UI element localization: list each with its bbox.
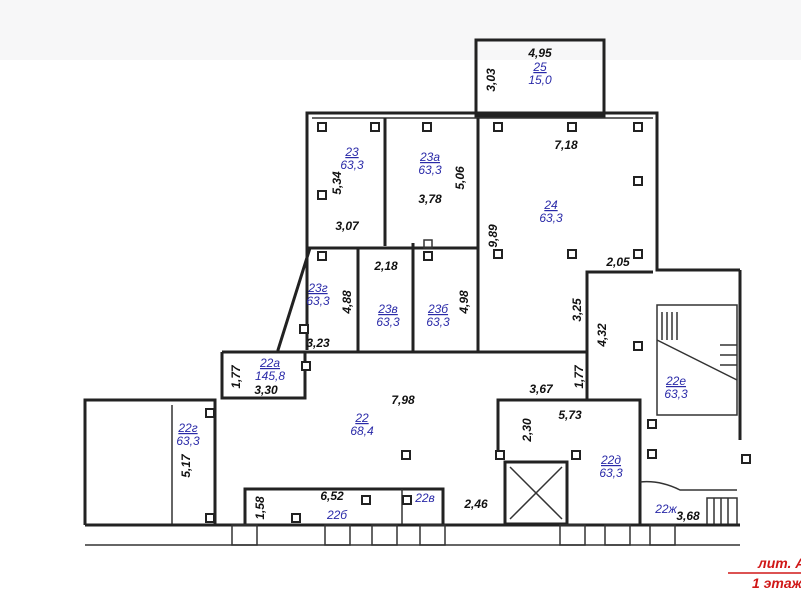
room-number: 22г <box>177 421 197 435</box>
dimension: 3,30 <box>254 383 278 397</box>
dimension: 3,03 <box>484 68 498 92</box>
room-22b-walls <box>243 487 445 525</box>
dimension: 5,17 <box>179 453 193 478</box>
dimension: 3,23 <box>306 336 330 350</box>
dimension: 7,18 <box>554 138 578 152</box>
dimension: 6,52 <box>320 489 344 503</box>
room-area: 63,3 <box>418 163 442 177</box>
dimension: 4,88 <box>340 290 354 315</box>
dimension: 1,77 <box>229 364 243 389</box>
upper-block-walls <box>305 111 740 350</box>
room-number: 25 <box>532 60 547 74</box>
dimension: 2,30 <box>520 418 534 443</box>
room-22d-walls <box>496 398 642 525</box>
room-number: 22е <box>665 374 686 388</box>
room-number: 22ж <box>654 502 677 516</box>
dimension: 2,18 <box>373 259 398 273</box>
room-area: 63,3 <box>599 466 623 480</box>
room-number: 22д <box>600 453 621 467</box>
dimension: 3,68 <box>676 509 700 523</box>
room-25-walls <box>474 38 606 118</box>
room-number: 23а <box>419 150 440 164</box>
building-letter: лит. А <box>757 555 801 571</box>
room-area: 63,3 <box>376 315 400 329</box>
room-area: 68,4 <box>350 424 374 438</box>
room-number: 22в <box>414 491 435 505</box>
dimension: 4,95 <box>527 46 552 60</box>
room-area: 63,3 <box>539 211 563 225</box>
dimension: 3,78 <box>418 192 442 206</box>
room-number: 23 <box>344 145 359 159</box>
room-area: 63,3 <box>426 315 450 329</box>
room-area: 63,3 <box>306 294 330 308</box>
faded-background-text <box>0 0 801 60</box>
dimension: 5,34 <box>330 171 344 195</box>
room-area: 63,3 <box>664 387 688 401</box>
dimension: 3,67 <box>529 382 554 396</box>
dimension: 4,32 <box>595 323 609 348</box>
dimension: 4,98 <box>457 290 471 315</box>
dimension: 1,58 <box>253 496 267 520</box>
dimension: 5,73 <box>558 408 582 422</box>
room-number: 22а <box>259 356 280 370</box>
slanted-wall <box>276 247 312 352</box>
staircase <box>656 304 738 416</box>
room-area: 145,8 <box>255 369 285 383</box>
dimension: 9,89 <box>486 224 500 248</box>
room-number: 23в <box>377 302 398 316</box>
dimension: 3,25 <box>570 298 584 322</box>
stairs-icon <box>706 497 738 526</box>
room-area: 63,3 <box>340 158 364 172</box>
dimension: 1,77 <box>572 364 586 389</box>
columns <box>205 122 751 523</box>
room-area: 63,3 <box>176 434 200 448</box>
stairs-icon <box>656 312 738 381</box>
room-number: 23г <box>307 281 327 295</box>
floor-label: 1 этаж <box>752 575 801 591</box>
dimension: 2,46 <box>463 497 488 511</box>
entrance-steps <box>231 524 676 546</box>
room-22a-walls <box>220 352 307 400</box>
dimension: 5,06 <box>453 166 467 190</box>
room-number: 24 <box>543 198 558 212</box>
dimension: 7,98 <box>391 393 415 407</box>
room-area: 15,0 <box>528 73 552 87</box>
room-number: 23б <box>427 302 449 316</box>
room-number: 22 <box>354 411 369 425</box>
room-number: 22б <box>326 508 348 522</box>
dimension: 2,05 <box>605 255 630 269</box>
dimension: 3,07 <box>335 219 360 233</box>
wall <box>83 398 217 525</box>
